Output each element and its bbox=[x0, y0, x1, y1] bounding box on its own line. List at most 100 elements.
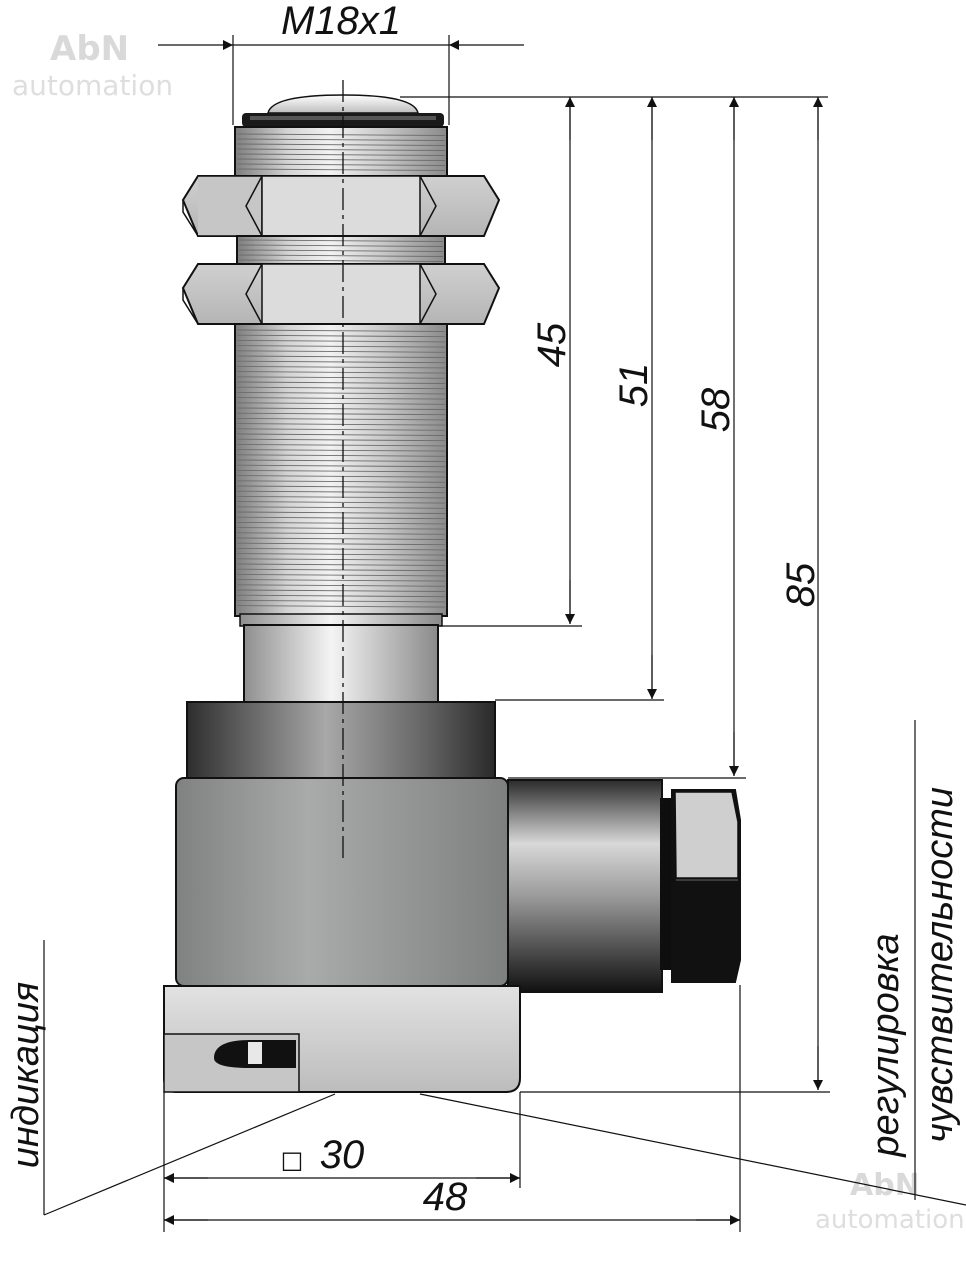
dimension-51-label: 51 bbox=[612, 363, 656, 408]
thread-line bbox=[236, 381, 446, 384]
thread-line bbox=[236, 547, 446, 551]
barrel-neck bbox=[243, 624, 439, 703]
thread-line bbox=[238, 249, 444, 252]
cable-gland bbox=[507, 779, 741, 993]
thread-line bbox=[236, 329, 446, 332]
thread-line bbox=[236, 501, 446, 504]
thread-line bbox=[236, 594, 446, 598]
thread-line bbox=[236, 464, 446, 468]
thread-line bbox=[236, 516, 446, 520]
thread-line bbox=[236, 563, 446, 566]
sensor-body bbox=[163, 80, 741, 1093]
thread-line bbox=[236, 605, 446, 608]
thread-line bbox=[236, 521, 446, 525]
dimension-58-label: 58 bbox=[694, 387, 738, 432]
indication-leader bbox=[43, 1093, 336, 1216]
thread-line bbox=[238, 244, 444, 247]
thread-line bbox=[236, 339, 446, 343]
thread-line bbox=[236, 558, 446, 561]
thread-line bbox=[236, 133, 446, 136]
thread-line bbox=[236, 391, 446, 395]
thread-line bbox=[236, 407, 446, 410]
thread-line bbox=[236, 386, 446, 390]
sensitivity-leader bbox=[419, 1093, 966, 1206]
thread-line bbox=[236, 449, 446, 452]
thread-line bbox=[236, 495, 446, 499]
thread-line bbox=[236, 163, 446, 166]
thread-line bbox=[236, 350, 446, 353]
thread-line bbox=[236, 334, 446, 338]
square-symbol: □ bbox=[281, 1146, 304, 1174]
thread-line bbox=[236, 532, 446, 535]
thread-line bbox=[236, 365, 446, 369]
watermark-brand: AbN bbox=[850, 1168, 920, 1203]
thread-line bbox=[238, 259, 444, 262]
thread-line bbox=[236, 402, 446, 405]
thread-lines bbox=[236, 133, 446, 171]
thread-line bbox=[236, 469, 446, 473]
dimension-85-label: 85 bbox=[779, 562, 823, 607]
thread-line bbox=[236, 417, 446, 421]
thread-line bbox=[238, 239, 444, 242]
thread-line bbox=[236, 360, 446, 364]
thread-line bbox=[236, 599, 446, 603]
thread-line bbox=[236, 537, 446, 540]
indicator-led bbox=[248, 1042, 262, 1064]
dimension-30-label: 30 bbox=[320, 1133, 365, 1177]
thread-line bbox=[236, 376, 446, 379]
thread-line bbox=[236, 371, 446, 374]
thread-line bbox=[236, 480, 446, 483]
thread-line bbox=[236, 423, 446, 426]
thread-line bbox=[236, 428, 446, 431]
thread-line bbox=[236, 138, 446, 141]
dimension-lines bbox=[43, 35, 966, 1232]
watermark-bottom-right: AbN automation bbox=[815, 1168, 965, 1235]
thread-line bbox=[236, 579, 446, 582]
thread-line bbox=[236, 542, 446, 546]
thread-line bbox=[236, 143, 446, 146]
thread-line bbox=[236, 589, 446, 592]
thread-line bbox=[236, 511, 446, 514]
indicator-cap bbox=[163, 985, 521, 1093]
thread-line bbox=[236, 355, 446, 358]
thread-line bbox=[236, 573, 446, 577]
housing-block bbox=[175, 777, 509, 987]
sensitivity-callout-line1: регулировка bbox=[865, 933, 907, 1157]
thread-line bbox=[236, 148, 446, 151]
dimension-labels: M18x1 45 51 58 85 □ 30 48 индикация регу… bbox=[5, 0, 961, 1219]
watermark-subtitle: automation bbox=[12, 69, 173, 102]
thread-line bbox=[236, 158, 446, 161]
watermark-subtitle: automation bbox=[815, 1205, 965, 1235]
thread-line bbox=[236, 168, 446, 171]
lock-nut-lower bbox=[181, 263, 501, 325]
thread-lines bbox=[236, 329, 446, 608]
sensitivity-callout-line2: чувствительности bbox=[919, 787, 961, 1143]
thread-line bbox=[236, 412, 446, 416]
thread-line bbox=[236, 506, 446, 509]
thread-line bbox=[236, 490, 446, 494]
indication-callout: индикация bbox=[5, 982, 47, 1168]
thread-line bbox=[236, 459, 446, 462]
dimension-45-label: 45 bbox=[530, 322, 574, 367]
watermark-brand: AbN bbox=[50, 29, 129, 69]
housing-collar bbox=[186, 701, 496, 779]
thread-lines bbox=[238, 239, 444, 262]
thread-line bbox=[236, 485, 446, 488]
thread-line bbox=[236, 527, 446, 530]
thread-line bbox=[236, 584, 446, 587]
thread-line bbox=[236, 153, 446, 156]
thread-line bbox=[236, 443, 446, 447]
thread-line bbox=[236, 433, 446, 436]
thread-line bbox=[236, 568, 446, 572]
thread-size-label: M18x1 bbox=[281, 0, 401, 43]
thread-line bbox=[236, 345, 446, 348]
watermark-top-left: AbN automation bbox=[12, 29, 173, 102]
thread-line bbox=[236, 454, 446, 457]
dimension-48-label: 48 bbox=[423, 1175, 468, 1219]
thread-line bbox=[236, 438, 446, 442]
lock-nut-upper bbox=[181, 175, 501, 237]
thread-line bbox=[236, 397, 446, 400]
thread-line bbox=[236, 553, 446, 556]
thread-line bbox=[238, 254, 444, 257]
